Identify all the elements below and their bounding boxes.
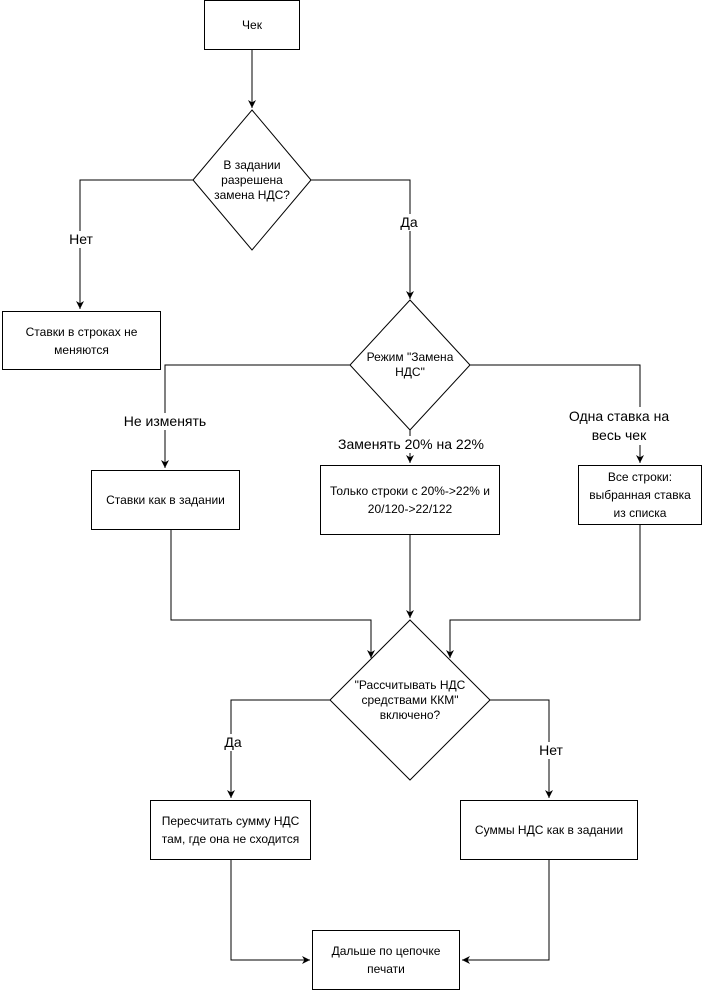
node-rates-as-task: Ставки как в задании (91, 470, 240, 530)
edge-label-one-rate: Одна ставка на весь чек (564, 407, 674, 445)
edge-rates-as-task-to-q3 (170, 530, 375, 658)
edge-label-yes-2: Да (220, 734, 246, 751)
edge-q3-no (490, 699, 553, 798)
edge-label-no-2: Нет (536, 742, 566, 759)
edge-q1-no (76, 179, 193, 309)
decision-label-calc-kkm: "Рассчитывать НДС средствами ККМ" включе… (354, 677, 466, 722)
decision-label-replace-allowed: В задании разрешена замена НДС? (214, 157, 290, 202)
edge-recalc-to-next (230, 860, 310, 964)
edge-label-replace-20-22: Заменять 20% на 22% (336, 436, 486, 453)
node-only-rows-20-22: Только строки с 20%->22% и 20/120->22/12… (320, 465, 500, 535)
edge-label-dont-change: Не изменять (118, 413, 212, 430)
node-next-chain: Дальше по цепочке печати (312, 930, 460, 990)
edge-label-no-1: Нет (66, 231, 96, 248)
edge-q1-yes (311, 179, 414, 299)
edge-mode-dont-change (161, 364, 350, 468)
node-recalc-vat: Пересчитать сумму НДС там, где она не сх… (150, 800, 311, 860)
edge-q3-yes (227, 699, 330, 798)
node-check: Чек (204, 0, 300, 50)
node-vat-as-task: Суммы НДС как в задании (460, 800, 638, 860)
decision-diamond-replace-allowed (192, 109, 312, 251)
edge-vat-as-task-to-next (462, 860, 550, 964)
edge-all-rows-to-q3 (446, 525, 641, 658)
node-all-rows-selected-rate: Все строки: выбранная ставка из списка (578, 465, 702, 525)
decision-diamond-calc-kkm (329, 619, 491, 781)
decision-label-mode: Режим "Замена НДС" (366, 350, 454, 379)
node-rates-unchanged: Ставки в строках не меняются (2, 311, 161, 370)
edge-label-yes-1: Да (396, 214, 422, 231)
